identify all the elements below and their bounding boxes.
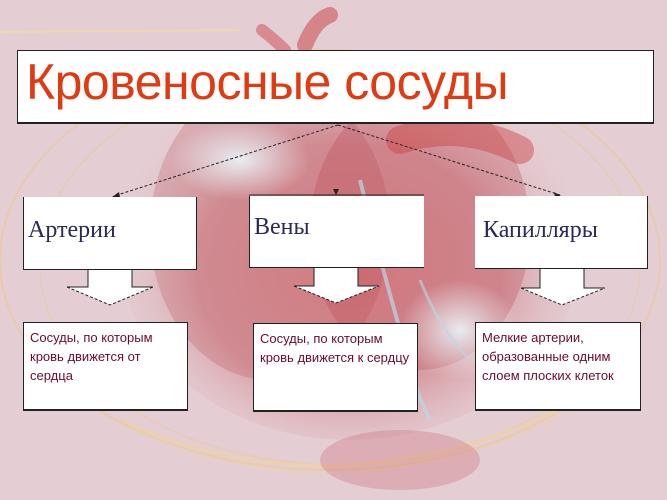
category-label-veins: Вены [254, 214, 310, 240]
description-arteries: Сосуды, по которым кровь движется от сер… [30, 330, 153, 383]
category-box-capillaries: Капилляры [475, 196, 648, 269]
category-box-arteries: Артерии [23, 197, 197, 270]
title-box: Кровеносные сосуды [17, 50, 654, 124]
description-box-capillaries: Мелкие артерии, образованные одним слоем… [475, 322, 641, 411]
description-box-arteries: Сосуды, по которым кровь движется от сер… [23, 322, 188, 411]
description-veins: Сосуды, по которым кровь движется к серд… [260, 331, 410, 365]
category-label-arteries: Артерии [28, 217, 116, 243]
category-box-veins: Вены [249, 196, 424, 268]
page-title: Кровеносные сосуды [26, 54, 509, 110]
category-label-capillaries: Капилляры [483, 217, 598, 243]
description-capillaries: Мелкие артерии, образованные одним слоем… [482, 330, 614, 383]
description-box-veins: Сосуды, по которым кровь движется к серд… [253, 323, 418, 412]
